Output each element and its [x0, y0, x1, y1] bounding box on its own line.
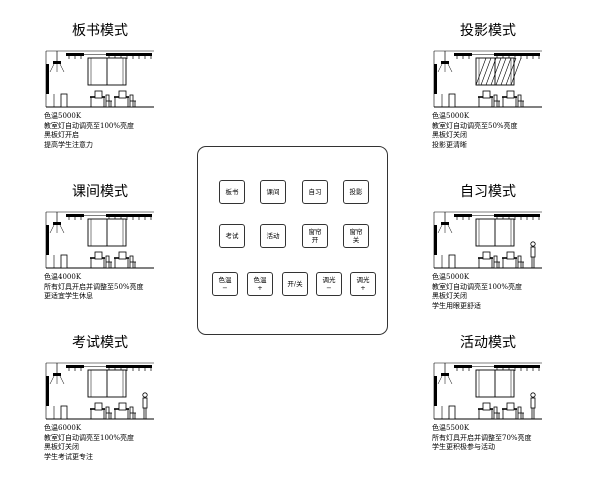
btn-color-temp-up[interactable]: 色温+ — [247, 272, 273, 296]
desk-chair — [502, 90, 524, 108]
desk-chair — [114, 90, 136, 108]
blackboard-lamp — [53, 61, 61, 64]
btn-activity-mode[interactable]: 活动 — [260, 224, 286, 248]
btn-curtain-open[interactable]: 窗帘开 — [302, 224, 328, 248]
classroom-illustration — [433, 211, 542, 269]
btn-break-mode[interactable]: 课间 — [260, 180, 286, 204]
mode-description: 色温5000K 教室灯自动调亮至100%亮度 黑板灯开启 提高学生注意力 — [44, 112, 135, 149]
curtain-hatch — [500, 57, 512, 86]
mode-title: 自习模式 — [460, 184, 516, 200]
blackboard-lamp — [53, 373, 61, 376]
mode-activity: 活动模式 色温5500K 所有灯具开启并调整至70%亮度 学生更积极参与活动 — [432, 334, 544, 453]
curtain-hatch — [480, 57, 492, 86]
curtain-hatch — [485, 57, 497, 86]
btn-power-toggle[interactable]: 开/关 — [282, 272, 308, 296]
podium — [60, 405, 68, 420]
btn-dimming-up[interactable]: 调光+ — [350, 272, 376, 296]
desk-chair — [478, 90, 500, 108]
mode-title: 活动模式 — [460, 335, 516, 351]
blackboard-strip — [434, 376, 437, 406]
desk-chair — [502, 402, 524, 420]
light-ray — [59, 375, 65, 385]
desk-chair — [478, 402, 500, 420]
podium — [60, 254, 68, 269]
mode-description: 色温4000K 所有灯具开启并调整至50%亮度 更适宜学生休息 — [44, 273, 144, 301]
podium — [448, 254, 456, 269]
light-ray — [437, 63, 443, 73]
control-panel: 板书 课间 自习 投影 考试 活动 窗帘开 窗帘关 色温− 色温+ 开/关 调光… — [197, 146, 388, 335]
podium — [60, 93, 68, 108]
light-ray — [49, 375, 55, 385]
mode-projection: 投影模式 色温5000K 教室灯自动调亮至50%亮度 黑板灯关闭 投影更清晰 — [432, 22, 544, 150]
blackboard-lamp — [441, 61, 449, 64]
curtain-hatch — [475, 57, 487, 86]
blackboard-strip — [434, 225, 437, 255]
desk-chair — [90, 90, 112, 108]
blackboard-strip — [46, 225, 49, 255]
desk-chair — [90, 251, 112, 269]
blackboard-strip — [46, 376, 49, 406]
mode-title: 投影模式 — [460, 23, 516, 39]
desk-chair — [114, 251, 136, 269]
classroom-illustration — [433, 362, 542, 420]
desk-chair — [502, 251, 524, 269]
classroom-illustration — [45, 211, 154, 269]
btn-color-temp-down[interactable]: 色温− — [212, 272, 238, 296]
mode-title: 板书模式 — [72, 23, 128, 39]
mode-description: 色温5000K 教室灯自动调亮至100%亮度 黑板灯关闭 学生用眼更舒适 — [432, 273, 523, 310]
person-figure — [530, 241, 536, 268]
btn-dimming-down[interactable]: 调光− — [316, 272, 342, 296]
light-ray — [447, 63, 453, 73]
desk-chair — [114, 402, 136, 420]
light-ray — [49, 224, 55, 234]
blackboard-strip — [434, 64, 437, 94]
btn-exam-mode[interactable]: 考试 — [219, 224, 245, 248]
podium — [448, 405, 456, 420]
blackboard-lamp — [441, 222, 449, 225]
light-ray — [437, 224, 443, 234]
mode-title: 考试模式 — [72, 335, 128, 351]
light-ray — [49, 63, 55, 73]
mode-title: 课间模式 — [72, 184, 128, 200]
curtain-hatch — [490, 57, 502, 86]
blackboard-lamp — [53, 222, 61, 225]
light-ray — [437, 375, 443, 385]
mode-break: 课间模式 色温4000K 所有灯具开启并调整至50%亮度 更适宜学生休息 — [44, 183, 156, 302]
light-ray — [447, 375, 453, 385]
mode-self-study: 自习模式 色温5000K 教室灯自动调亮至100%亮度 黑板灯关闭 学生用眼更舒… — [432, 183, 544, 311]
curtain-hatch — [495, 57, 507, 86]
btn-projection-mode[interactable]: 投影 — [343, 180, 369, 204]
person-figure — [530, 392, 536, 419]
btn-blackboard-mode[interactable]: 板书 — [219, 180, 245, 204]
blackboard-strip — [46, 64, 49, 94]
desk-chair — [90, 402, 112, 420]
person-figure — [142, 392, 148, 419]
btn-self-study-mode[interactable]: 自习 — [302, 180, 328, 204]
mode-exam: 考试模式 色温6000K 教室灯自动调亮至100%亮度 黑板灯关闭 学生考试更专… — [44, 334, 156, 462]
podium — [448, 93, 456, 108]
curtain-hatch — [505, 57, 517, 86]
classroom-illustration — [45, 50, 154, 108]
mode-description: 色温5000K 教室灯自动调亮至50%亮度 黑板灯关闭 投影更清晰 — [432, 112, 518, 149]
light-ray — [59, 224, 65, 234]
blackboard-lamp — [441, 373, 449, 376]
light-ray — [59, 63, 65, 73]
mode-description: 色温5500K 所有灯具开启并调整至70%亮度 学生更积极参与活动 — [432, 424, 532, 452]
classroom-illustration — [45, 362, 154, 420]
mode-blackboard: 板书模式 色温5000K 教室灯自动调亮至100%亮度 黑板灯开启 提高学生注意… — [44, 22, 156, 150]
classroom-illustration — [433, 50, 542, 108]
btn-curtain-close[interactable]: 窗帘关 — [343, 224, 369, 248]
curtain-hatch — [510, 57, 522, 86]
mode-description: 色温6000K 教室灯自动调亮至100%亮度 黑板灯关闭 学生考试更专注 — [44, 424, 135, 461]
light-ray — [447, 224, 453, 234]
desk-chair — [478, 251, 500, 269]
